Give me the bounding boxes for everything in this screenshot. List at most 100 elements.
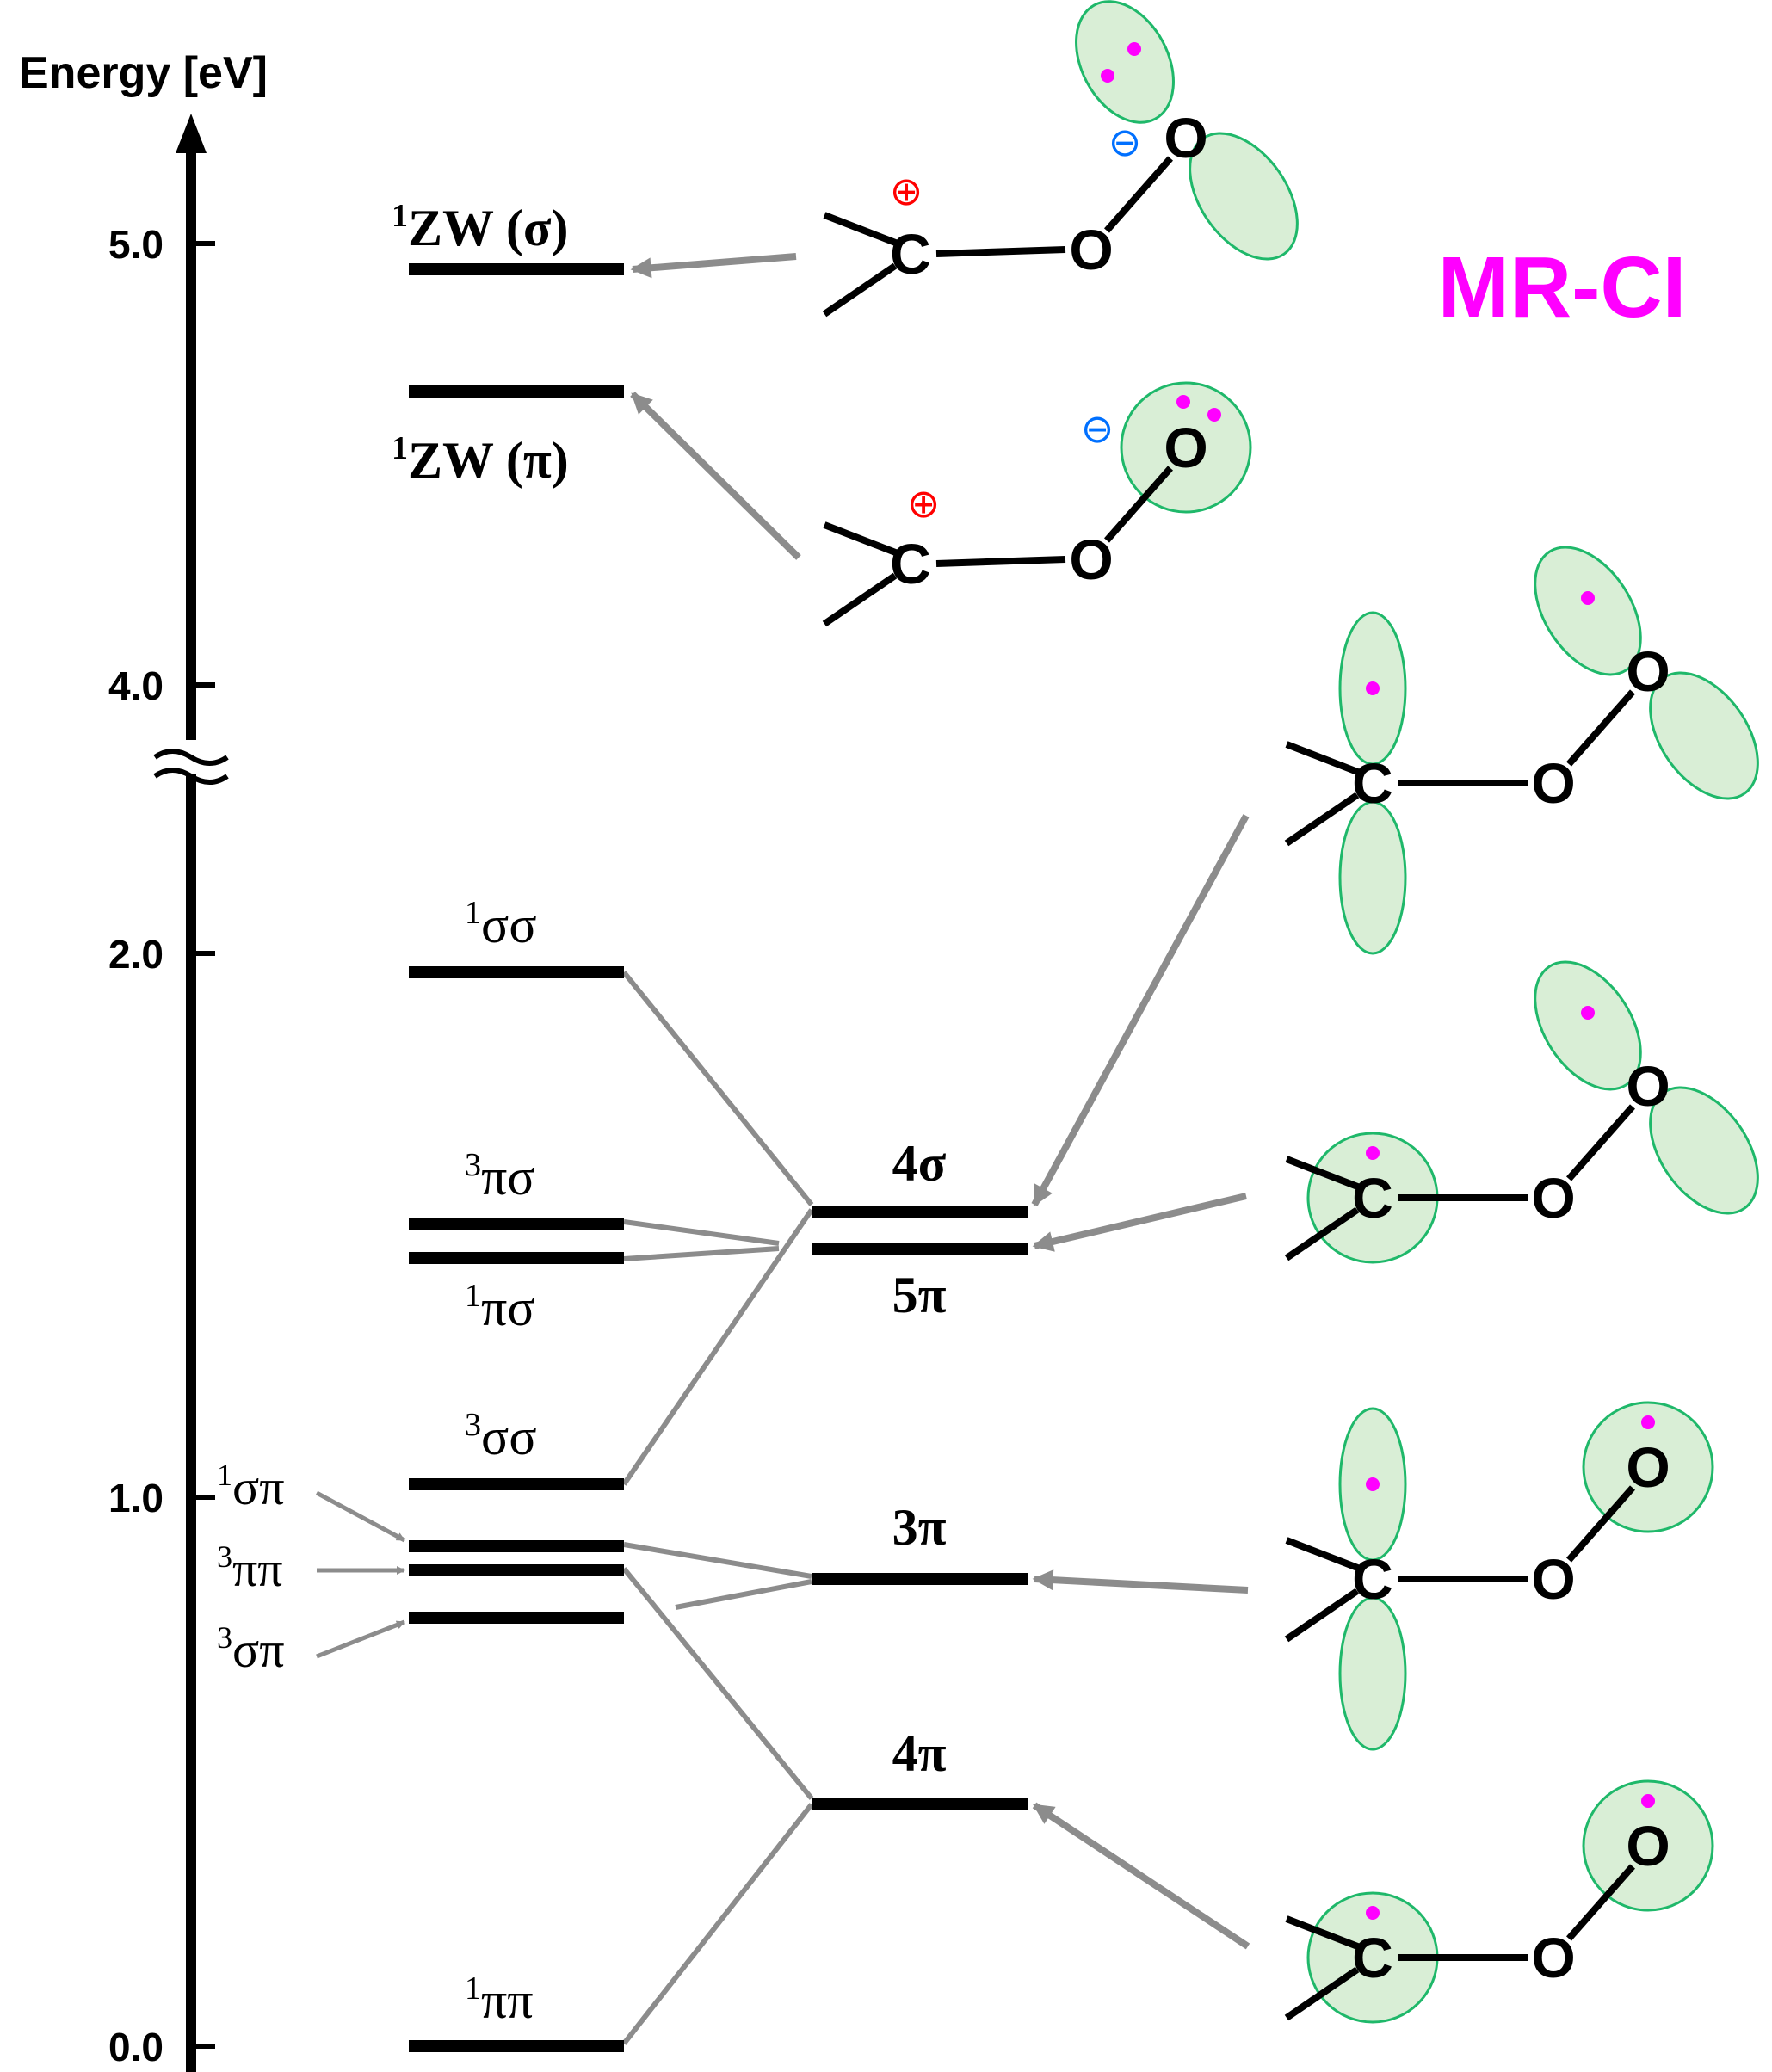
methyl-bond-upper [1285, 741, 1361, 776]
label-ps1: 1πσ [465, 1278, 535, 1336]
correlation-lines [621, 971, 814, 2045]
tick-label-1: 1.0 [108, 1476, 164, 1520]
oxygen-atom: O [1069, 527, 1113, 591]
corr-ss1-s4 [621, 971, 814, 1206]
orbital-o-sigma-lower [1649, 1086, 1759, 1215]
methyl-bond-lower [1284, 1966, 1360, 2021]
carbon-atom: C [890, 222, 931, 286]
orbital-c-p-lower [1338, 800, 1407, 955]
corr-ss3-s4 [621, 1208, 814, 1486]
tick-label-4: 4.0 [108, 663, 164, 708]
arrow-struct-3pi [1032, 1569, 1249, 1594]
arrow-sp1 [315, 1490, 406, 1543]
oxygen-atom: O [1531, 1166, 1575, 1230]
radical-dot-1 [1127, 42, 1141, 56]
terminal-oxygen-atom: O [1626, 639, 1670, 703]
label-p3: 3π [892, 1499, 947, 1556]
carbon-atom: C [1352, 1547, 1393, 1611]
o-o-bond [1565, 1485, 1636, 1563]
methyl-bond-upper [1285, 1156, 1361, 1191]
terminal-oxygen-atom: O [1164, 416, 1207, 479]
plus-charge: ⊕ [907, 480, 941, 527]
radical-dot-1 [1176, 395, 1190, 409]
c-o-bond [935, 246, 1066, 257]
label-sp3: 3σπ [217, 1620, 285, 1678]
method-label: MR-CI [1438, 239, 1687, 336]
structure-3pi: C OO [1284, 1401, 1714, 1751]
tick-label-2: 2.0 [108, 932, 164, 977]
left-levels [409, 263, 624, 2052]
corr-ps1-p5 [623, 1246, 780, 1261]
carbon-atom: C [890, 532, 931, 595]
label-pp1: 1ππ [465, 1970, 534, 2029]
oxygen-atom: O [1069, 218, 1113, 281]
tick-label-0: 0.0 [108, 2025, 164, 2069]
carbon-atom: C [1352, 1926, 1393, 1989]
arrow-struct-5pi [1032, 1193, 1247, 1252]
corr-ps3-p5 [623, 1219, 780, 1246]
corr-sp3-p3 [675, 1579, 812, 1610]
label-zw-pi: 1ZW (π) [392, 430, 569, 489]
corr-pp3-p3 [623, 1542, 812, 1579]
terminal-oxygen-atom: O [1164, 106, 1207, 170]
radical-dot-2 [1101, 69, 1114, 83]
minus-charge: ⊖ [1081, 405, 1114, 452]
methyl-bond-upper [823, 521, 899, 557]
c-o-bond [935, 556, 1066, 567]
left-level-labels: 1ZW (σ) 1ZW (π) 1σσ 3πσ 1πσ 3σσ 1σπ 3ππ … [217, 198, 569, 2029]
methyl-bond-lower [822, 572, 898, 627]
label-zw-sigma: 1ZW (σ) [392, 198, 569, 256]
axis-title: Energy [eV] [19, 48, 268, 98]
oxygen-atom: O [1531, 1547, 1575, 1611]
right-level-labels: 4σ 5π 3π 4π [892, 1135, 947, 1782]
label-ps3: 3πσ [465, 1147, 535, 1206]
label-pp3: 3ππ [217, 1539, 283, 1597]
corr-pp3b-p4 [621, 1567, 814, 1800]
o-o-bond [1103, 156, 1174, 233]
methyl-bond-lower [1284, 1206, 1360, 1261]
orbital-c-p-lower [1338, 1596, 1407, 1751]
axis-break-mark [153, 747, 229, 785]
oxygen-atom: O [1531, 751, 1575, 815]
radical-dot-2 [1207, 408, 1221, 422]
label-p5: 5π [892, 1267, 947, 1323]
plus-charge: ⊕ [890, 168, 923, 214]
orbital-o-pi [1582, 1779, 1714, 1912]
terminal-oxygen-atom: O [1626, 1814, 1670, 1878]
methyl-bond-upper [823, 212, 899, 247]
orbital-o-sigma-upper [1534, 960, 1642, 1091]
arrow-sp3 [316, 1619, 405, 1659]
o-o-bond [1565, 689, 1636, 767]
arrow-struct-zw-sigma [630, 253, 797, 279]
label-ss1: 1σσ [465, 895, 537, 953]
radical-dot-oxygen [1581, 591, 1595, 605]
orbital-o-sigma-lower [1189, 132, 1299, 261]
orbital-o-sigma-lower [1649, 671, 1759, 800]
orbital-o-sigma-upper [1534, 546, 1642, 676]
radical-dot-oxygen [1641, 1415, 1655, 1429]
radical-dot-carbon [1366, 1906, 1380, 1920]
radical-dot-carbon [1366, 681, 1380, 695]
arrow-struct-4pi [1032, 1802, 1250, 1950]
energy-axis: Energy [eV] 0.0 1.0 2.0 4.0 5.0 [19, 48, 268, 2072]
tick-label-5: 5.0 [108, 222, 164, 267]
terminal-oxygen-atom: O [1626, 1054, 1670, 1118]
label-ss3: 3σσ [465, 1407, 537, 1465]
o-o-bond [1565, 1864, 1636, 1941]
methyl-bond-lower [822, 262, 898, 318]
radical-dot-oxygen [1641, 1794, 1655, 1808]
methyl-bond-lower [1284, 792, 1360, 847]
axis-arrow-head [176, 114, 207, 153]
terminal-oxygen-atom: O [1626, 1435, 1670, 1499]
left-label-arrows [315, 1490, 406, 1659]
radical-dot-carbon [1366, 1146, 1380, 1160]
orbital-o-pi [1582, 1401, 1714, 1533]
label-p4: 4π [892, 1725, 947, 1782]
arrow-struct-4sigma [1031, 814, 1250, 1207]
methyl-bond-lower [1284, 1588, 1360, 1643]
radical-dot-oxygen [1581, 1006, 1595, 1020]
